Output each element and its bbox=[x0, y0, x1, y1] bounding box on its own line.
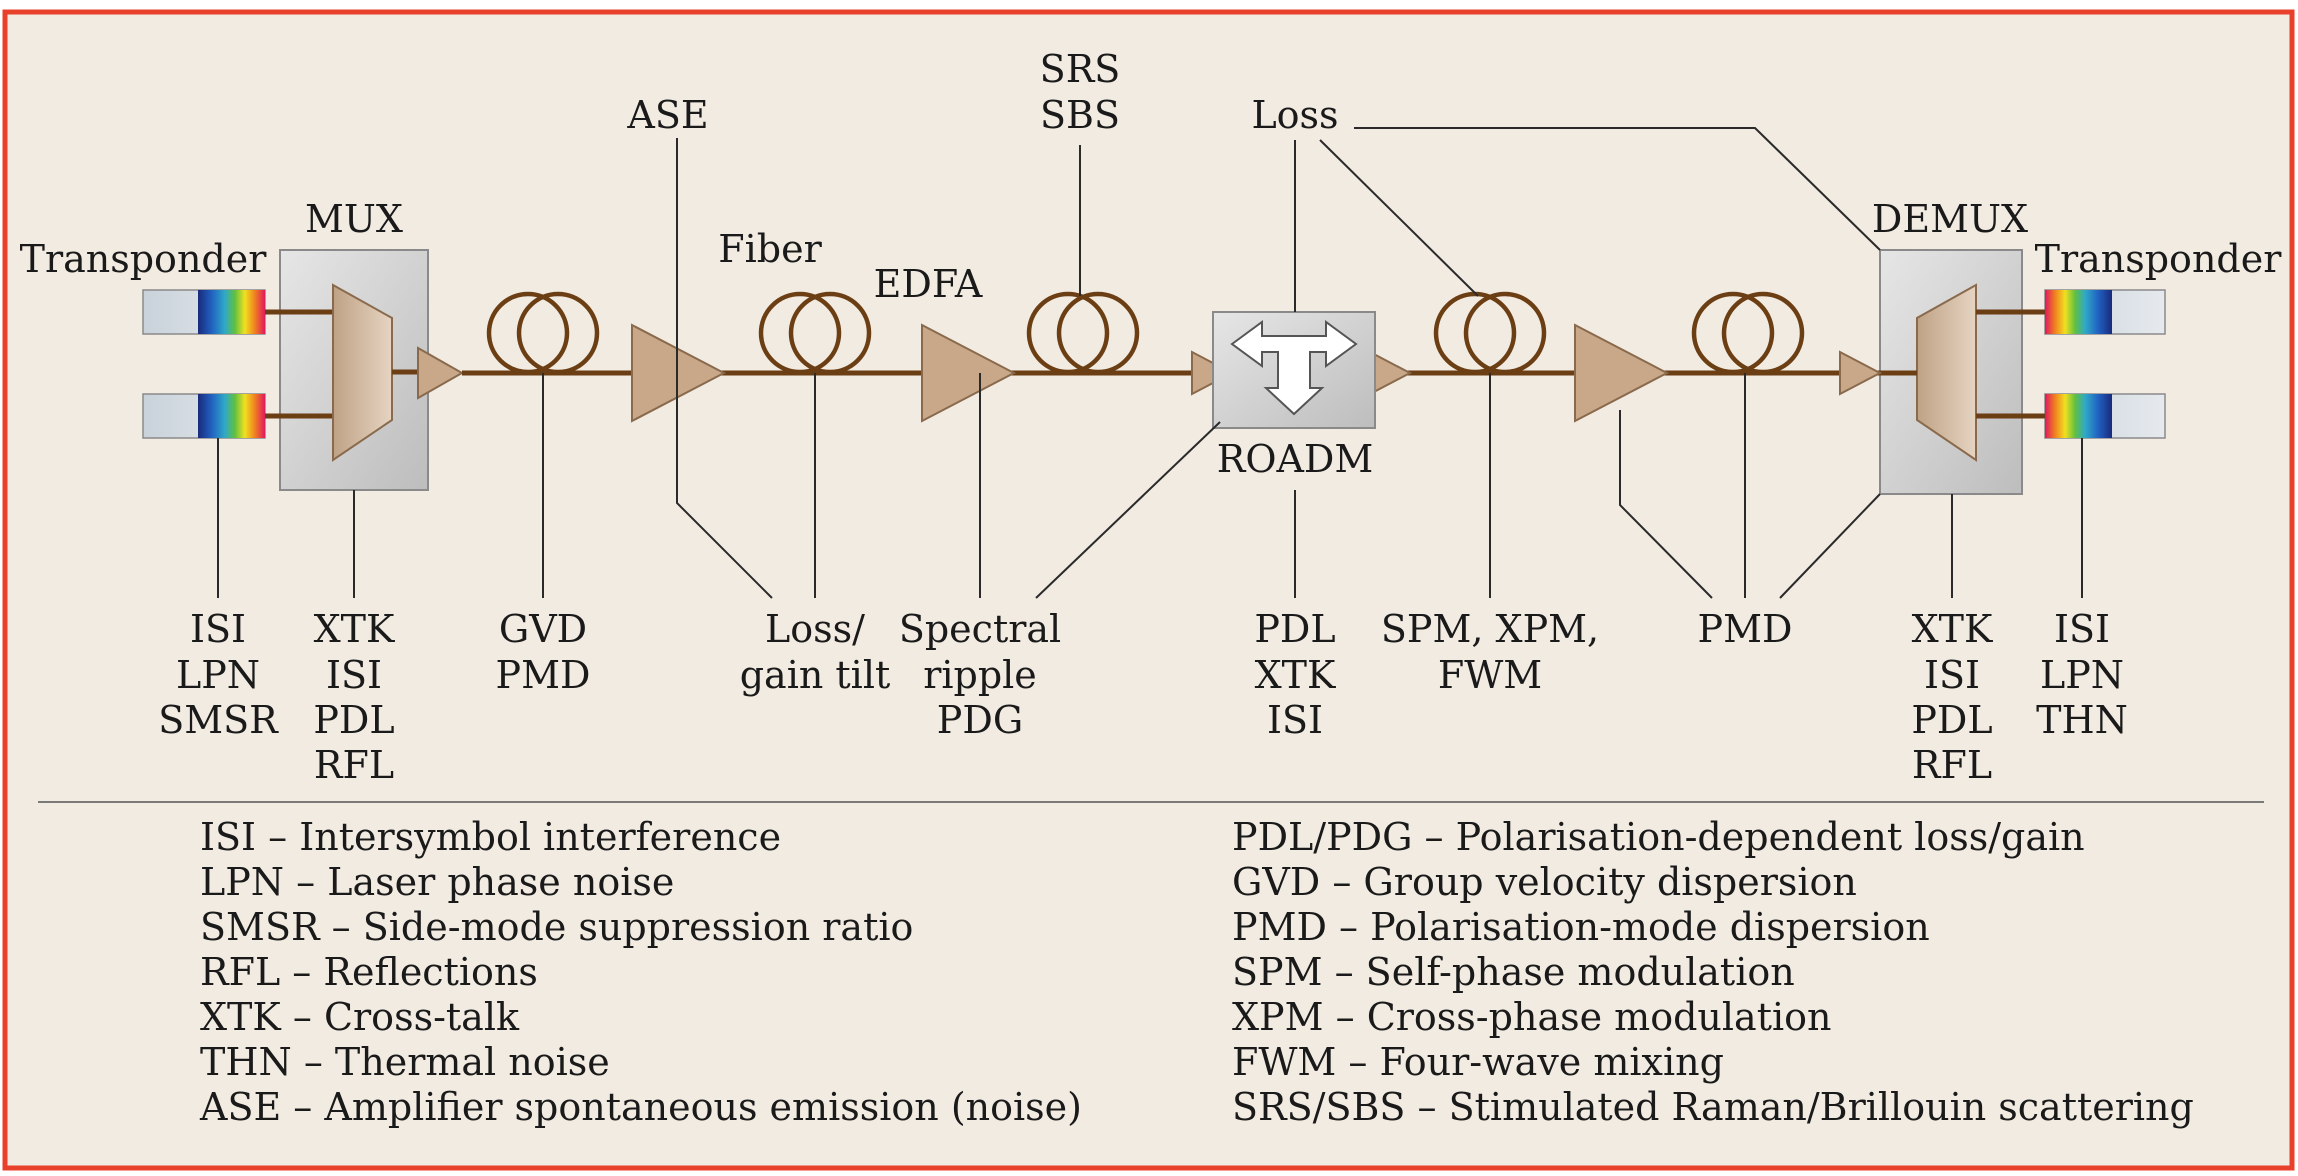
leader-lines bbox=[217, 127, 2083, 599]
impairment-item: PDL bbox=[1911, 698, 1992, 742]
legend-item: SPM – Self-phase modulation bbox=[1232, 950, 1795, 994]
impairments-spectral: Spectral ripple PDG bbox=[899, 607, 1061, 742]
fiber-label: Fiber bbox=[718, 227, 822, 271]
impairments-transponder-right: ISI LPN THN bbox=[2036, 607, 2128, 742]
impairment-item: XTK bbox=[314, 607, 395, 651]
transponder-left bbox=[142, 289, 266, 439]
transponder-right-label: Transponder bbox=[2035, 237, 2283, 281]
loss-label: Loss bbox=[1251, 93, 1338, 137]
impairments-mux: XTK ISI PDL RFL bbox=[313, 607, 395, 787]
transponder-right bbox=[2044, 289, 2166, 439]
impairments-nonlinear: SPM, XPM, FWM bbox=[1381, 607, 1599, 697]
impairments-pmd: PMD bbox=[1698, 607, 1793, 651]
legend-item: SRS/SBS – Stimulated Raman/Brillouin sca… bbox=[1232, 1085, 2194, 1129]
impairment-item: THN bbox=[2036, 698, 2128, 742]
impairments-roadm: PDL XTK ISI bbox=[1254, 607, 1336, 742]
impairment-item: ripple bbox=[923, 653, 1037, 697]
impairment-item: Loss/ bbox=[765, 607, 865, 651]
impairment-item: SMSR bbox=[158, 698, 279, 742]
impairment-item: PDL bbox=[1254, 607, 1335, 651]
transponder-left-label: Transponder bbox=[20, 237, 268, 281]
legend-item: RFL – Reflections bbox=[200, 950, 538, 994]
impairment-item: RFL bbox=[314, 743, 394, 787]
impairment-item: SPM, XPM, bbox=[1381, 607, 1599, 651]
impairments-edfa-tilt: Loss/ gain tilt bbox=[740, 607, 891, 697]
impairment-item: LPN bbox=[176, 653, 260, 697]
impairment-item: GVD bbox=[499, 607, 587, 651]
impairment-item: PDL bbox=[313, 698, 394, 742]
impairment-item: ISI bbox=[190, 607, 246, 651]
impairment-item: ISI bbox=[2054, 607, 2110, 651]
legend-item: THN – Thermal noise bbox=[200, 1040, 610, 1084]
legend-right: PDL/PDG – Polarisation-dependent loss/ga… bbox=[1232, 815, 2194, 1129]
edfa-amplifier-3 bbox=[1574, 323, 1670, 423]
sbs-label: SBS bbox=[1040, 93, 1120, 137]
impairment-item: ISI bbox=[326, 653, 382, 697]
legend-left: ISI – Intersymbol interference LPN – Las… bbox=[199, 815, 1082, 1129]
legend-item: PDL/PDG – Polarisation-dependent loss/ga… bbox=[1232, 815, 2085, 859]
diagram-frame bbox=[2, 9, 2295, 1171]
impairments-fiber1: GVD PMD bbox=[496, 607, 591, 697]
impairment-item: Spectral bbox=[899, 607, 1061, 651]
impairment-item: gain tilt bbox=[740, 653, 891, 697]
legend-item: XPM – Cross-phase modulation bbox=[1232, 995, 1831, 1039]
legend-item: SMSR – Side-mode suppression ratio bbox=[200, 905, 913, 949]
mux-label: MUX bbox=[305, 197, 403, 241]
fiber-coil-1 bbox=[486, 291, 600, 375]
edfa-amplifier-2 bbox=[921, 323, 1017, 423]
legend-item: GVD – Group velocity dispersion bbox=[1232, 860, 1857, 904]
legend-item: LPN – Laser phase noise bbox=[200, 860, 674, 904]
edfa-label: EDFA bbox=[874, 262, 983, 306]
impairment-item: PMD bbox=[1698, 607, 1793, 651]
fiber-coil-2 bbox=[758, 291, 872, 375]
fiber-coil-3 bbox=[1026, 291, 1140, 375]
legend-item: FWM – Four-wave mixing bbox=[1232, 1040, 1724, 1084]
fiber-coil-5 bbox=[1691, 291, 1805, 375]
legend-item: XTK – Cross-talk bbox=[200, 995, 520, 1039]
impairment-item: XTK bbox=[1912, 607, 1993, 651]
impairment-item: XTK bbox=[1255, 653, 1336, 697]
impairment-item: ISI bbox=[1267, 698, 1323, 742]
roadm-block bbox=[1212, 311, 1376, 429]
impairment-item: ISI bbox=[1924, 653, 1980, 697]
impairment-item: PDG bbox=[937, 698, 1023, 742]
srs-label: SRS bbox=[1040, 47, 1121, 91]
impairment-item: LPN bbox=[2040, 653, 2124, 697]
demux-label: DEMUX bbox=[1872, 197, 2028, 241]
impairment-item: PMD bbox=[496, 653, 591, 697]
demux-input-amplifier bbox=[1839, 350, 1883, 396]
legend-item: ISI – Intersymbol interference bbox=[200, 815, 781, 859]
ase-label: ASE bbox=[626, 93, 708, 137]
impairment-item: RFL bbox=[1912, 743, 1992, 787]
legend-item: PMD – Polarisation-mode dispersion bbox=[1232, 905, 1930, 949]
roadm-label: ROADM bbox=[1217, 437, 1374, 481]
impairment-item: FWM bbox=[1438, 653, 1542, 697]
impairments-transponder-left: ISI LPN SMSR bbox=[158, 607, 279, 742]
impairments-demux: XTK ISI PDL RFL bbox=[1911, 607, 1993, 787]
legend-item: ASE – Amplifier spontaneous emission (no… bbox=[199, 1085, 1082, 1129]
